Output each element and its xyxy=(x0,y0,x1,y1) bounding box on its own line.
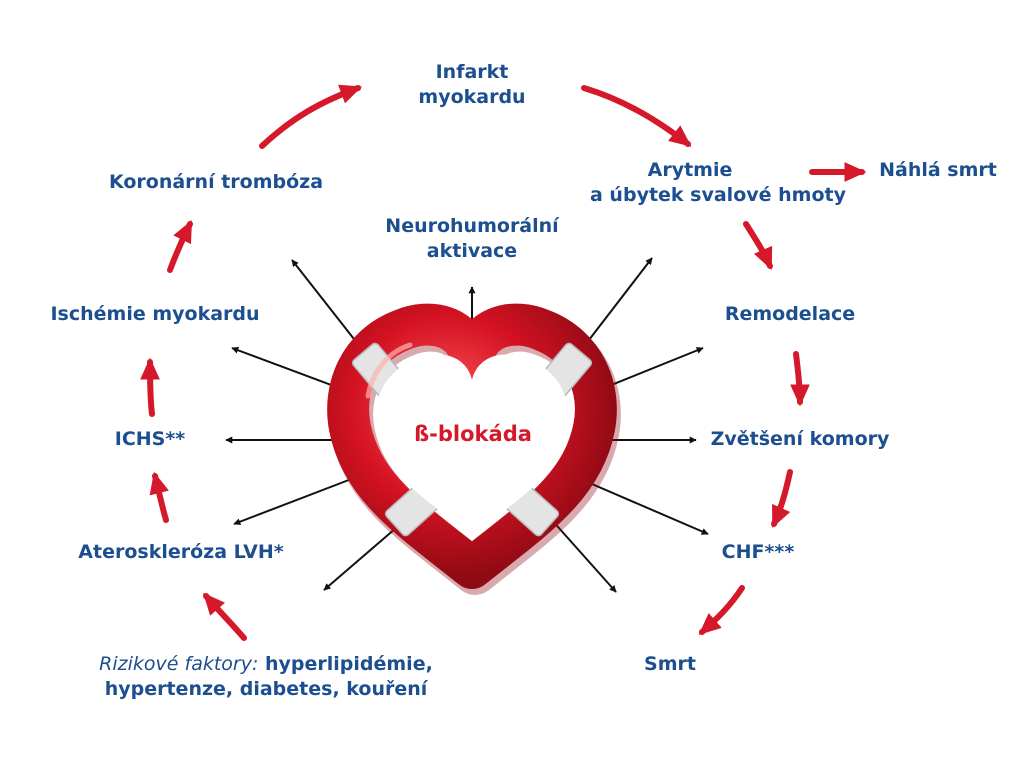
risk-factors-line2: hypertenze, diabetes, kouření xyxy=(104,678,428,700)
risk-factors-label: Rizikové faktory: hyperlipidémie, hypert… xyxy=(86,652,446,702)
risk-factors-line1: Rizikové faktory: hyperlipidémie, xyxy=(86,652,446,677)
arrow-remodeling-to-ventricle xyxy=(790,351,810,407)
arrow-ichs-to-ischemia xyxy=(140,357,160,417)
heart-lifebuoy-icon xyxy=(327,303,621,595)
neurohumoral-line1: Neurohumorální xyxy=(385,215,559,237)
ichs-label: ICHS** xyxy=(114,428,186,450)
arrow-atherosclerosis-to-ichs xyxy=(149,471,169,523)
infarct-label: Infarkt myokardu xyxy=(402,60,542,110)
risk-factors-line1-rest: hyperlipidémie, xyxy=(258,653,433,675)
chf-label: CHF*** xyxy=(721,541,795,563)
arrhythmia-label: Arytmie a úbytek svalové hmoty xyxy=(578,158,858,208)
arrow-ischemia-to-thrombosis xyxy=(167,220,193,273)
neurohumoral-label: Neurohumorální aktivace xyxy=(372,214,572,264)
cycle-arrows xyxy=(140,84,867,641)
arrow-arrhythmia-to-remodeling xyxy=(743,221,773,271)
arrhythmia-line1: Arytmie xyxy=(647,159,733,181)
arrow-risk-to-atherosclerosis xyxy=(203,592,247,641)
infarct-line2: myokardu xyxy=(418,86,526,108)
remodeling-label: Remodelace xyxy=(724,303,856,325)
death-label: Smrt xyxy=(644,653,696,675)
arrow-lower-left xyxy=(323,527,397,591)
beta-blockade-label: ß-blokáda xyxy=(414,422,532,446)
arrhythmia-line2: a úbytek svalové hmoty xyxy=(590,184,846,206)
ischemia-label: Ischémie myokardu xyxy=(50,303,260,325)
atherosclerosis-label: Ateroskleróza LVH* xyxy=(78,541,284,563)
arrow-to-atherosclerosis xyxy=(233,477,355,526)
arrow-lower-right xyxy=(549,517,617,593)
arrow-ventricle-to-chf xyxy=(771,469,793,529)
infarct-line1: Infarkt xyxy=(435,61,509,83)
arrow-chf-to-death xyxy=(698,585,745,635)
sudden-death-label: Náhlá smrt xyxy=(879,159,997,181)
coronary-thrombosis-label: Koronární trombóza xyxy=(108,171,324,193)
arrow-infarct-to-arrhythmia xyxy=(581,85,692,147)
risk-factors-prefix: Rizikové faktory: xyxy=(99,653,259,675)
arrow-to-chf xyxy=(577,477,709,535)
arrow-thrombosis-to-infarct xyxy=(259,84,363,149)
ventricle-enlargement-label: Zvětšení komory xyxy=(710,428,890,450)
neurohumoral-line2: aktivace xyxy=(426,240,518,262)
